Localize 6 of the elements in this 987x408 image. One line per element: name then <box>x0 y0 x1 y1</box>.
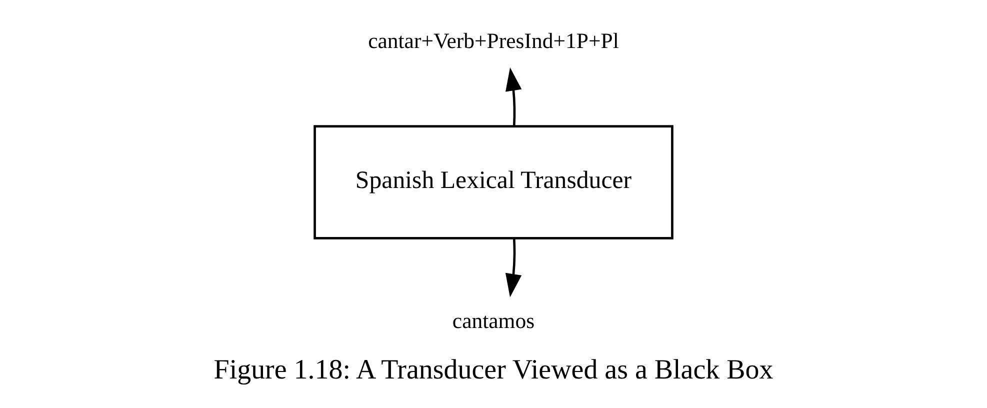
arrow <box>505 238 522 298</box>
arrow <box>506 67 522 126</box>
node-text: cantamos <box>452 308 535 333</box>
node-box: Spanish Lexical Transducer <box>314 125 674 240</box>
node-text: cantar+Verb+PresInd+1P+Pl <box>368 29 619 54</box>
caption: Figure 1.18: A Transducer Viewed as a Black Box <box>214 354 774 386</box>
